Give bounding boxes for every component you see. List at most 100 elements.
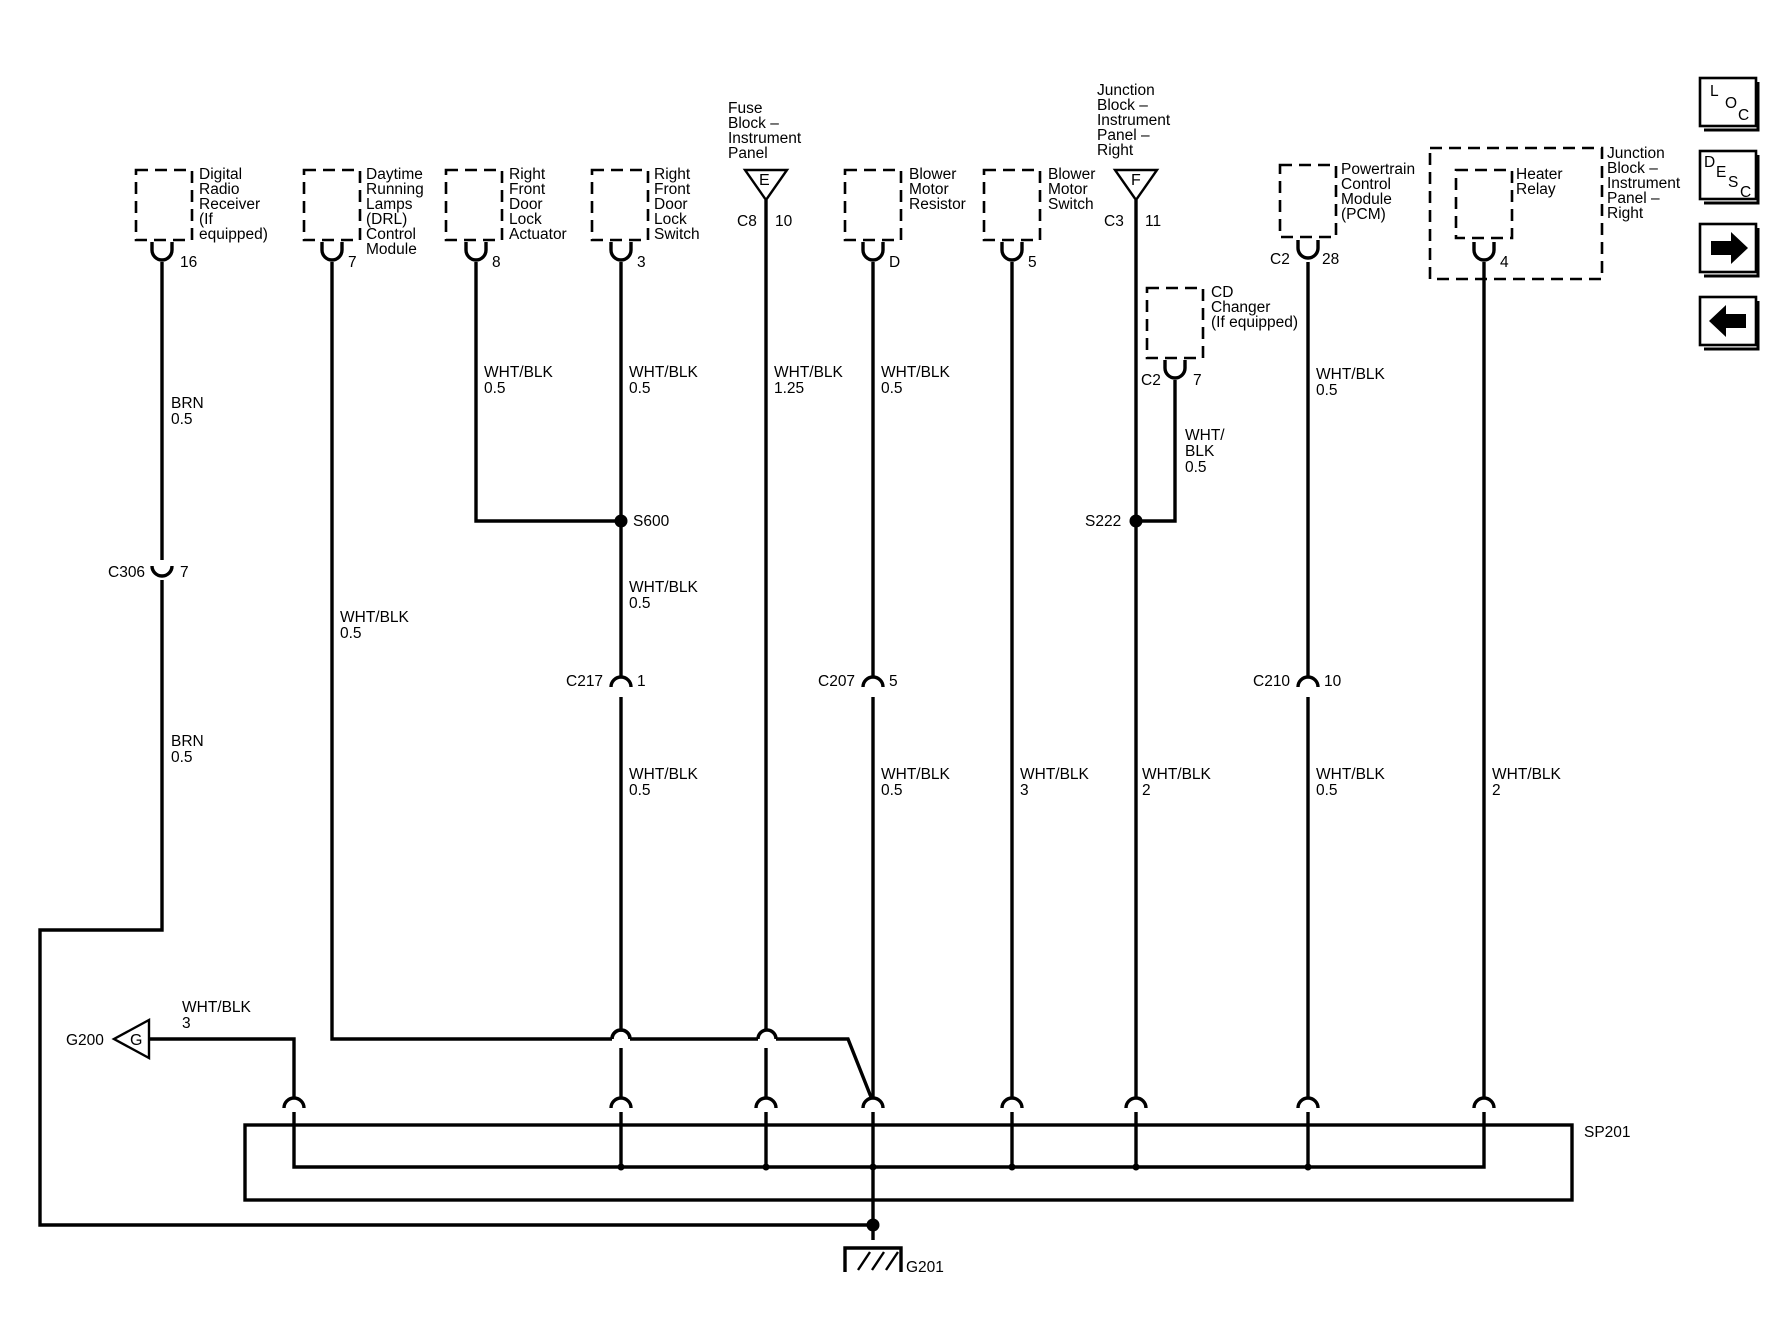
splice-bus-drops <box>619 1112 1310 1167</box>
junction-block-feed-triangle <box>1112 168 1160 203</box>
digital-radio-receiver-box <box>134 168 194 242</box>
blower-motor-resistor-label: Blower Motor Resistor <box>909 166 966 213</box>
c306-connector-icon <box>150 565 174 578</box>
fuse-block-label: Fuse Block – Instrument Panel <box>728 100 806 162</box>
c217-pin: 1 <box>637 673 646 690</box>
wires <box>38 200 1486 1240</box>
bus-dot <box>1008 1163 1016 1171</box>
pin-labels: 16 7 8 3 C8 10 D 5 C3 11 C2 7 C2 28 4 C3… <box>66 213 1631 1276</box>
drl-module-label: Daytime Running Lamps (DRL) Control Modu… <box>366 166 428 258</box>
pcm-connector: C2 <box>1270 251 1290 268</box>
crossover-hop-icon <box>610 1028 632 1040</box>
s222-splice-dot <box>1129 514 1143 528</box>
crossover-hop-icon <box>756 1028 778 1040</box>
fuse-block-feed-triangle <box>742 168 790 203</box>
arrow-right-icon <box>1711 232 1748 264</box>
splice-dots <box>614 514 1312 1232</box>
pcm-box <box>1278 163 1338 239</box>
heater-connector-icon <box>1472 242 1496 262</box>
bus-dot <box>1304 1163 1312 1171</box>
cd-connector-icon <box>1163 360 1187 380</box>
heater-relay-label: Heater Relay <box>1516 166 1567 198</box>
sp201-label: SP201 <box>1584 1124 1631 1141</box>
svg-text:S: S <box>1728 174 1738 191</box>
wire-drl-end <box>776 1037 873 1098</box>
actuator-connector-icon <box>464 242 488 262</box>
loc-button[interactable]: L O C <box>1698 76 1760 132</box>
c210-pin: 10 <box>1324 673 1342 690</box>
bus-dot <box>762 1163 770 1171</box>
c306-label: C306 <box>108 564 145 581</box>
previous-button[interactable] <box>1698 295 1760 351</box>
junction-block-letter: F <box>1131 172 1141 189</box>
svg-text:C: C <box>1740 184 1751 201</box>
blower-res-pin: D <box>889 254 900 271</box>
blower-motor-switch-label: Blower Motor Switch <box>1048 166 1100 213</box>
switch-pin: 3 <box>637 254 646 271</box>
fuse-pin: 10 <box>775 213 793 230</box>
jb-connector: C3 <box>1104 213 1124 230</box>
rf-door-lock-actuator-label: Right Front Door Lock Actuator <box>509 166 567 243</box>
wire-actuator <box>474 262 621 523</box>
splice-bus <box>292 1112 1486 1169</box>
drl-pin: 7 <box>348 254 357 271</box>
drl-connector-icon <box>320 242 344 262</box>
component-labels: Digital Radio Receiver (If equipped) Day… <box>199 82 1681 331</box>
cd-changer-box <box>1145 286 1205 360</box>
bus-dot <box>869 1163 877 1171</box>
ground-splice-dot <box>866 1218 880 1232</box>
cd-pin: 7 <box>1193 372 1202 389</box>
g200-letter: G <box>130 1032 142 1049</box>
svg-text:D: D <box>1704 154 1715 171</box>
c210-connector-icon <box>1296 675 1320 688</box>
wire-cd <box>1136 380 1177 523</box>
digital-radio-receiver-label: Digital Radio Receiver (If equipped) <box>199 166 268 243</box>
component-boxes <box>134 146 1604 360</box>
blower-motor-resistor-box <box>843 168 903 242</box>
wire-radio-lower <box>38 580 873 1227</box>
wire-drl <box>330 262 612 1041</box>
sp201-entry-icon <box>1124 1096 1148 1109</box>
sp201-entry-icon <box>1472 1096 1496 1109</box>
arrow-left-icon <box>1709 305 1746 337</box>
desc-button[interactable]: D E S C <box>1698 149 1760 205</box>
s600-splice-dot <box>614 514 628 528</box>
bus-dot <box>617 1163 625 1171</box>
svg-text:E: E <box>1716 164 1726 181</box>
c207-label: C207 <box>818 673 855 690</box>
wire-g200 <box>149 1037 296 1097</box>
sp201-entry-icon <box>609 1096 633 1109</box>
next-button[interactable] <box>1698 222 1760 278</box>
c217-label: C217 <box>566 673 603 690</box>
cd-connector: C2 <box>1141 372 1161 389</box>
pcm-label: Powertrain Control Module (PCM) <box>1341 161 1419 223</box>
c306-pin: 7 <box>180 564 189 581</box>
c207-pin: 5 <box>889 673 898 690</box>
drl-module-box <box>302 168 362 242</box>
g201-label: G201 <box>906 1259 944 1276</box>
radio-pin: 16 <box>180 254 197 271</box>
sp201-outline <box>243 1123 1574 1202</box>
blower-res-connector-icon <box>861 242 885 262</box>
g201-ground-icon <box>843 1246 903 1272</box>
switch-connector-icon <box>609 242 633 262</box>
c207-connector-icon <box>861 675 885 688</box>
blower-motor-switch-box <box>982 168 1042 242</box>
heater-relay-box <box>1454 168 1514 240</box>
feed-triangles: E F <box>742 168 1160 203</box>
connector-symbols <box>150 240 1496 1109</box>
